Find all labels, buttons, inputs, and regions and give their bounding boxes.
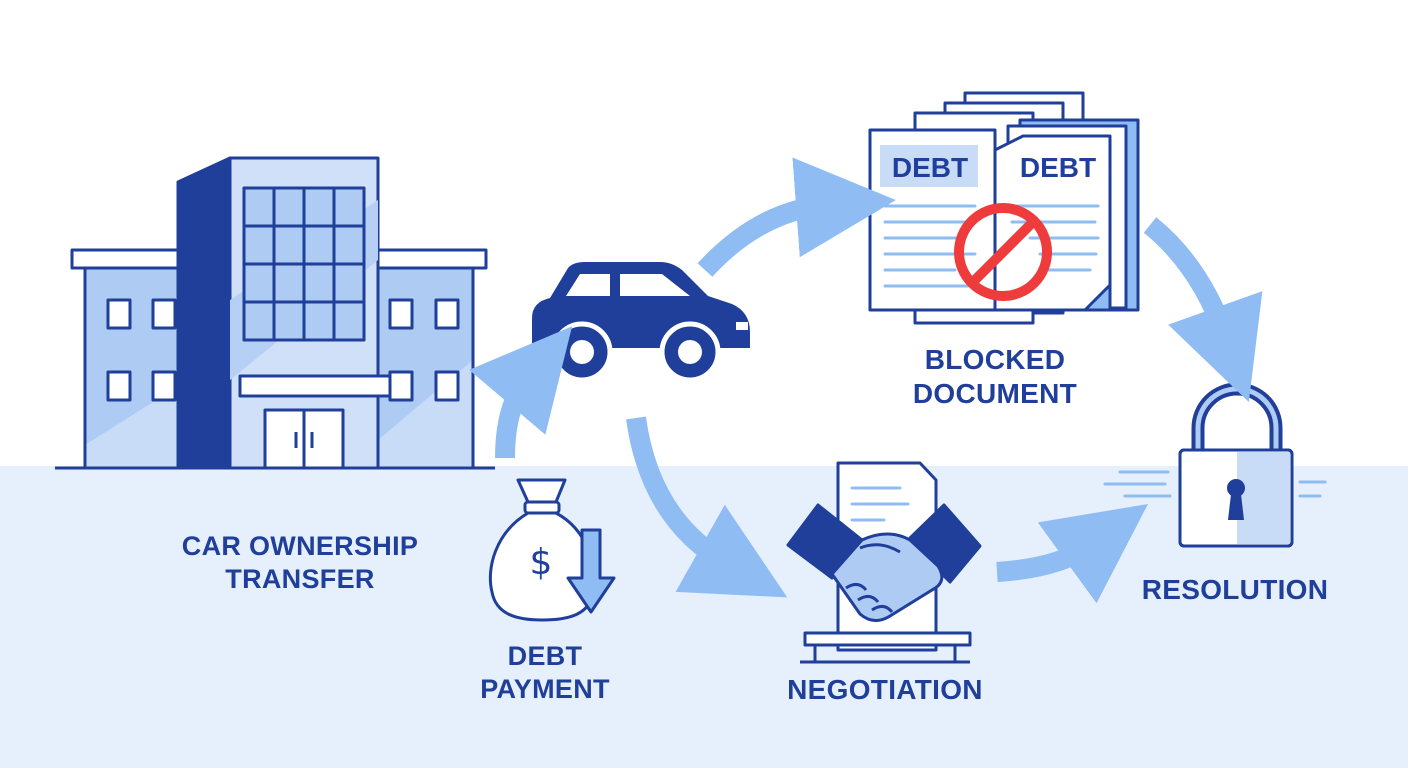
step-label-line: CAR OWNERSHIP [181, 531, 419, 561]
step-label-negotiation: NEGOTIATION [745, 673, 1025, 707]
step-label-line: DEBT [507, 641, 583, 671]
debt-label-right: DEBT [1020, 152, 1096, 183]
prohibited-sign-icon [954, 203, 1052, 301]
dollar-icon: $ [530, 542, 553, 583]
step-label-car-ownership-transfer: CAR OWNERSHIP TRANSFER [150, 530, 450, 596]
money-bag-icon [488, 478, 616, 622]
step-label-debt-payment: DEBT PAYMENT [440, 640, 650, 706]
document-text-lines [883, 204, 1100, 288]
debt-label-left: DEBT [892, 152, 968, 183]
step-label-line: RESOLUTION [1141, 574, 1329, 605]
step-label-line: DOCUMENT [912, 378, 1078, 410]
step-label-blocked-document: BLOCKED DOCUMENT [870, 343, 1120, 411]
office-building-icon [55, 156, 495, 470]
flow-arrows [469, 157, 1263, 604]
step-label-line: PAYMENT [480, 673, 610, 704]
arrow-negotiation-to-lock [996, 504, 1149, 604]
arrow-documents-to-lock [1143, 217, 1263, 403]
speed-lines [1103, 470, 1327, 498]
step-label-line: BLOCKED [924, 344, 1066, 375]
arrow-car-to-negotiation [626, 416, 788, 598]
step-label-line: NEGOTIATION [787, 674, 983, 705]
padlock-icon [1178, 382, 1294, 548]
step-label-line: TRANSFER [225, 563, 375, 594]
arrow-transfer-to-car [469, 326, 573, 459]
car-icon [532, 262, 750, 383]
handshake-icon [786, 461, 982, 664]
arrow-car-to-documents [697, 157, 896, 277]
step-label-resolution: RESOLUTION [1110, 573, 1360, 607]
